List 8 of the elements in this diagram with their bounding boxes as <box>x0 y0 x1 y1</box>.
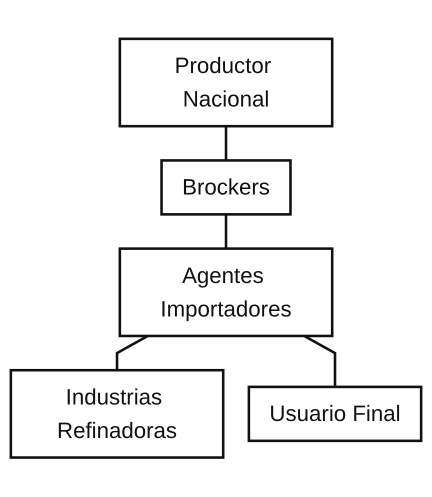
node-box: Agentes Importadores <box>118 248 334 338</box>
node-box: Usuario Final <box>248 386 422 442</box>
node-box: Brockers <box>160 159 292 216</box>
connector <box>224 214 228 249</box>
node-box: Productor Nacional <box>118 38 334 128</box>
connector <box>224 126 228 161</box>
connector <box>116 335 148 370</box>
node-box: Industrias Refinadoras <box>10 369 224 460</box>
